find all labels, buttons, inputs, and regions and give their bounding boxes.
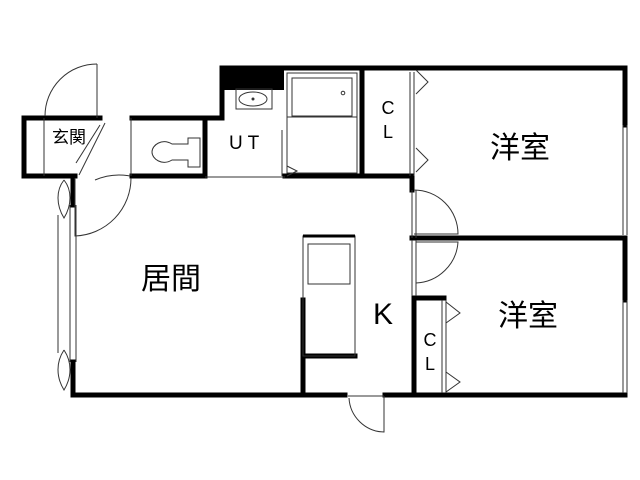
utility-label: U T [229,133,260,154]
closet-lower-label: C L [422,328,438,376]
western-room-upper-label: 洋室 [490,131,550,166]
walls [21,65,628,398]
closet-lower-c: C [423,330,437,350]
wall-block [222,68,284,90]
closet-upper-c: C [381,98,395,118]
kitchen-label: K [373,298,394,331]
western-room-lower-label: 洋室 [498,299,558,334]
fixtures [43,63,628,433]
closet-upper-l: L [382,122,393,142]
closet-lower-l: L [424,354,435,374]
living-room-label: 居間 [141,262,201,297]
entrance-label: 玄関 [52,128,86,148]
closet-upper-label: C L [380,96,396,144]
